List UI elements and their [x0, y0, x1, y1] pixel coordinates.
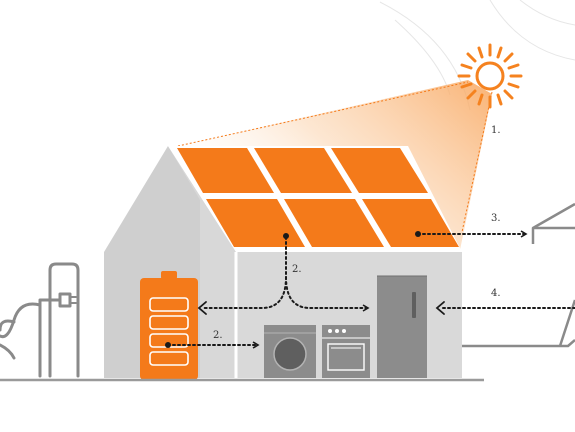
step-label-2-top: 2.: [292, 264, 302, 275]
solar-panel: [331, 148, 428, 193]
power-plug-icon: [0, 262, 80, 378]
grid-connection-icon: [462, 299, 575, 348]
oven-icon: [322, 325, 370, 378]
sun-beam-edge-top: [177, 81, 469, 147]
step-label-2-battery: 2.: [213, 330, 223, 341]
arrow-origin-dot: [415, 231, 421, 237]
battery-icon: [140, 271, 198, 380]
step-label-4: 4.: [491, 288, 501, 299]
house-gable-shade: [168, 146, 236, 378]
solar-panel: [254, 148, 352, 193]
step-label-1: 1.: [491, 125, 501, 136]
flow-arrows: [167, 230, 575, 349]
arrow-origin-dot: [283, 233, 289, 239]
washing-machine-icon: [264, 325, 316, 378]
sun-icon: [457, 43, 523, 109]
solar-panel: [284, 199, 384, 247]
arrow-split-to-fridge: [285, 276, 370, 312]
carport-icon: [531, 202, 575, 244]
arrow-heads: [197, 301, 445, 315]
step-label-3: 3.: [491, 213, 501, 224]
refrigerator-icon: [377, 275, 427, 378]
arrow-origin-dot: [165, 342, 171, 348]
solar-panel: [177, 148, 274, 193]
solar-panel: [206, 199, 305, 247]
